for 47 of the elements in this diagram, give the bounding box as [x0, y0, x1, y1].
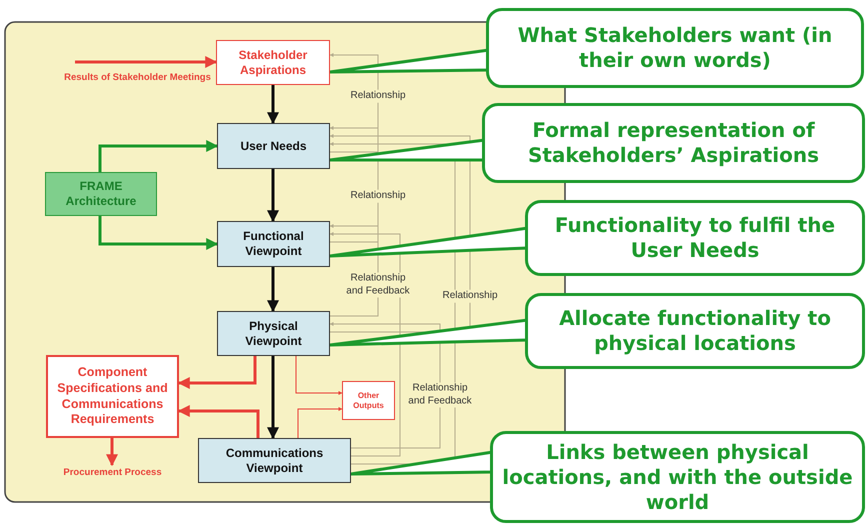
arrow [98, 140, 218, 172]
arrow [267, 169, 279, 222]
output-box [216, 40, 330, 85]
arrow [267, 356, 279, 440]
arrow [178, 356, 256, 389]
input-label: Results of Stakeholder Meetings [64, 72, 211, 84]
callout-text: Links between physical locations, and with the outside world [501, 440, 854, 514]
arrow [296, 356, 342, 395]
framework-box [45, 172, 157, 216]
arrow [330, 322, 440, 448]
edge-label: Relationship [349, 90, 407, 102]
callout-text: Allocate functionality to physical locations [558, 306, 832, 356]
arrow [178, 405, 260, 438]
edge-label: Relationship [441, 290, 499, 302]
process-box [217, 123, 330, 169]
arrow [330, 232, 400, 456]
box-label: Component Specifications and Communications Requirements [56, 365, 169, 428]
arrow [330, 126, 378, 242]
callout-text: Formal representation of Stakeholders’ Aspirations [526, 118, 820, 168]
arrow [267, 267, 279, 312]
box-label: Stakeholder Aspirations [238, 48, 308, 78]
output-box [342, 381, 395, 420]
callout-box [490, 431, 865, 523]
box-label: FRAME Architecture [64, 179, 138, 209]
box-label: User Needs [240, 138, 307, 154]
box-label: Physical Viewpoint [244, 318, 303, 348]
box-label: Communications Viewpoint [224, 446, 324, 476]
process-box [217, 311, 330, 356]
callout-box [525, 293, 865, 369]
arrow [330, 53, 378, 152]
process-box [198, 438, 351, 483]
box-label: Functional Viewpoint [242, 229, 305, 259]
arrow [267, 85, 279, 124]
arrow [106, 438, 118, 466]
arrow [298, 407, 342, 438]
output-box [46, 355, 179, 438]
callout-text: Functionality to fulfil the User Needs [554, 213, 836, 263]
callout-box [486, 8, 864, 88]
callout-box [482, 103, 865, 183]
arrow [98, 216, 218, 250]
callout-text: What Stakeholders want (in their own words) [516, 23, 834, 73]
edge-label: Relationship [349, 190, 407, 202]
output-label: Procurement Process [63, 467, 162, 479]
callout-box [525, 200, 865, 276]
process-box [217, 221, 330, 267]
box-label: Other Outputs [352, 390, 385, 410]
arrow [75, 56, 218, 68]
